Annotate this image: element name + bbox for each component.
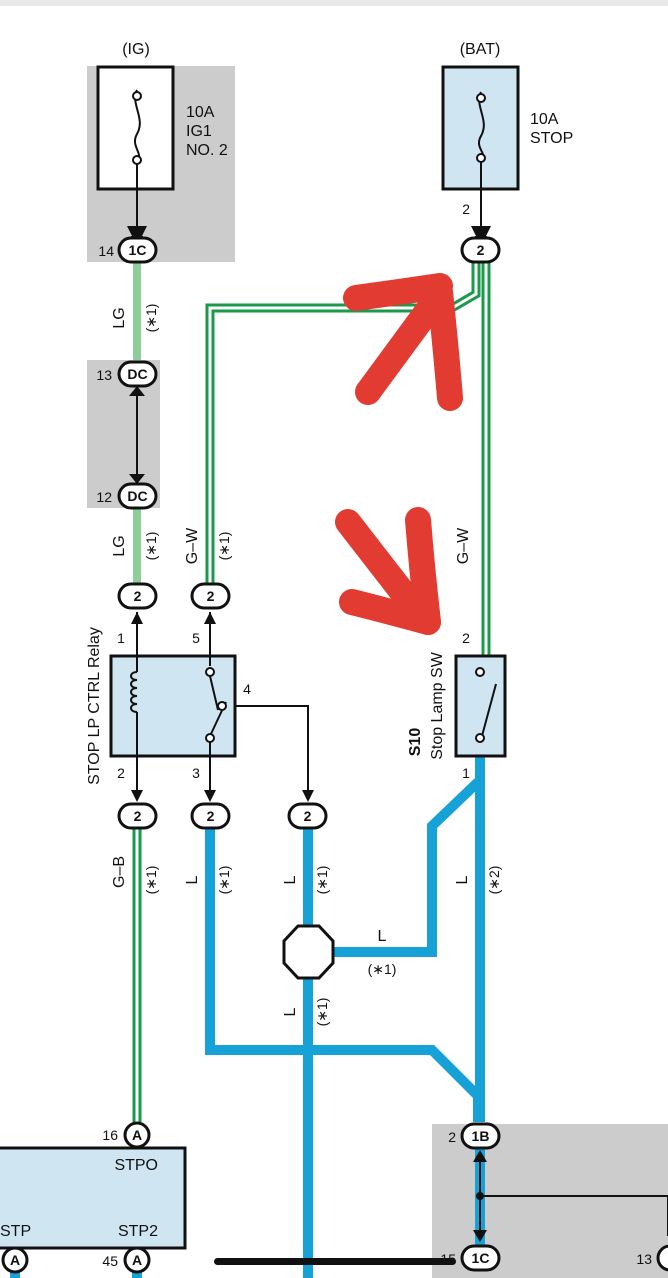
- connector-jb-1c-code: 1C: [472, 1250, 490, 1266]
- ig-label: (IG): [122, 41, 150, 58]
- wire-l-relay3-note: (∗1): [216, 866, 232, 895]
- wire-l-below-splice-note: (∗1): [314, 998, 330, 1027]
- connector-dc-top: DC: [117, 360, 158, 388]
- annotation-arrow-lower: [335, 507, 441, 635]
- wire-l-switch-color: L: [454, 875, 471, 884]
- wire-gb-note: (∗1): [143, 866, 159, 895]
- fuse-stop: [441, 65, 520, 246]
- relay-name: STOP LP CTRL Relay: [86, 627, 103, 785]
- connector-dc-top-code: DC: [127, 366, 147, 382]
- connector-1c-ig-code: 1C: [129, 242, 147, 258]
- stop-lamp-switch: [454, 654, 507, 758]
- wire-l-relay3-color: L: [184, 875, 201, 884]
- fuse-ig-line2: IG1: [186, 123, 212, 140]
- fuse-ig-line3: NO. 2: [186, 142, 228, 159]
- annotation-arrow-upper: [343, 273, 463, 411]
- ecu-stp-label: STP: [0, 1223, 31, 1240]
- fuse-ig-line1: 10A: [186, 104, 215, 121]
- wire-l-splice-right-note: (∗1): [368, 961, 397, 977]
- dc-arrow-up: [129, 386, 145, 396]
- relay-pin4-wire: [222, 705, 309, 792]
- connector-dc-top-pin: 13: [96, 367, 112, 383]
- wire-gw-left-note: (∗1): [216, 532, 232, 561]
- switch-pin-bottom: 1: [462, 765, 470, 781]
- relay-pin4-label: 4: [243, 681, 251, 697]
- switch-pin-top: 2: [462, 630, 470, 646]
- connector-ecu-a16: A: [123, 1121, 151, 1149]
- connector-jb-right-pin: 13: [636, 1251, 652, 1267]
- bat-label: (BAT): [460, 41, 501, 58]
- connector-relay-pin1: 2: [117, 582, 158, 624]
- connector-relay-pin1-code: 2: [134, 588, 142, 604]
- relay-pin5-label: 5: [192, 630, 200, 646]
- junction-block-internal: [476, 1160, 668, 1236]
- wire-gw-right-color: G–W: [455, 527, 472, 564]
- wire-l-switch-note: (∗2): [486, 866, 502, 895]
- connector-relay-pin3: 2: [190, 790, 231, 830]
- connector-jb-1b-code: 1B: [472, 1128, 490, 1144]
- connector-1c-ig: 1C: [117, 236, 158, 264]
- connector-bat-out: 2: [460, 236, 501, 264]
- wire-gw-left-color: G–W: [184, 527, 201, 564]
- ecu-box: [0, 1146, 187, 1250]
- connector-relay-pin5-code: 2: [207, 588, 215, 604]
- connector-dc-bottom-code: DC: [127, 488, 147, 504]
- connector-bat-out-code: 2: [477, 242, 485, 258]
- connector-ecu-a45-pin: 45: [102, 1253, 118, 1269]
- wire-lg-top-color: LG: [111, 307, 128, 328]
- wire-gb-color: G–B: [111, 856, 128, 888]
- ecu-stp2-label: STP2: [118, 1223, 158, 1240]
- ecu-stpo-label: STPO: [114, 1157, 158, 1174]
- connector-ecu-a16-pin: 16: [102, 1127, 118, 1143]
- connector-jb-right: [656, 1244, 668, 1272]
- connector-1c-ig-pin: 14: [98, 243, 114, 259]
- fuse-bat-line1: 10A: [530, 111, 559, 128]
- connector-relay-pin4-code: 2: [304, 808, 312, 824]
- splice-octagon: [282, 924, 335, 980]
- connector-ecu-a16-code: A: [132, 1127, 142, 1143]
- connector-relay-pin3-code: 2: [207, 808, 215, 824]
- connector-ecu-a45: A: [123, 1246, 151, 1274]
- connector-dc-bottom-pin: 12: [96, 489, 112, 505]
- switch-code: S10: [407, 728, 424, 757]
- relay-pin3-label: 3: [192, 765, 200, 781]
- connector-relay-pin2: 2: [117, 790, 158, 830]
- connector-relay-pin2-code: 2: [134, 808, 142, 824]
- wire-lg-mid-note: (∗1): [143, 532, 159, 561]
- wire-l-below-splice-color: L: [282, 1007, 299, 1016]
- wire-lg-mid-color: LG: [111, 535, 128, 556]
- fuse-stop-pin: 2: [462, 201, 470, 217]
- switch-name: Stop Lamp SW: [429, 651, 446, 760]
- connector-dc-bottom: DC: [117, 482, 158, 510]
- wire-lg-top-note: (∗1): [143, 304, 159, 333]
- connector-jb-1c: 1C: [460, 1230, 501, 1272]
- wire-l-relay4-note: (∗1): [314, 866, 330, 895]
- connector-relay-pin5: 2: [190, 582, 231, 624]
- dc-arrow-down: [129, 474, 145, 484]
- connector-ecu-stp-code: A: [10, 1252, 20, 1268]
- fuse-bat-line2: STOP: [530, 130, 573, 147]
- connector-jb-1b: 1B: [460, 1122, 501, 1162]
- wire-l-relay4-color: L: [282, 875, 299, 884]
- relay-pin1-label: 1: [117, 630, 125, 646]
- top-bar: [0, 0, 668, 6]
- connector-ecu-a45-code: A: [132, 1252, 142, 1268]
- stop-lp-ctrl-relay: [109, 612, 237, 800]
- relay-pin2-label: 2: [117, 765, 125, 781]
- fuse-ig1-no2: [96, 65, 175, 246]
- home-indicator: [214, 1258, 456, 1265]
- connector-relay-pin4: 2: [287, 790, 328, 830]
- connector-ecu-stp: A: [1, 1246, 29, 1274]
- wire-l-splice-right-color: L: [378, 928, 387, 945]
- connector-jb-1b-pin: 2: [448, 1129, 456, 1145]
